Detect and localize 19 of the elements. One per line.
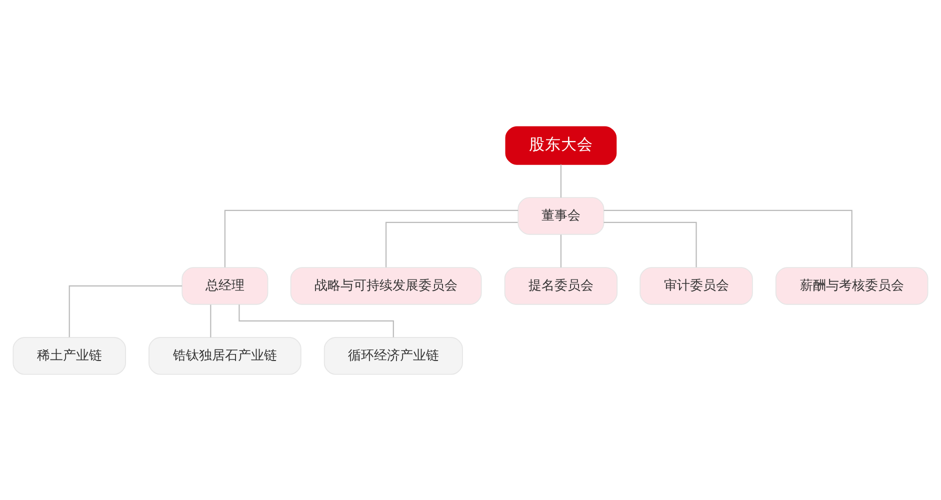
connector <box>68 284 182 337</box>
node-box: 总经理 <box>182 266 268 304</box>
node-box: 锆钛独居石产业链 <box>148 336 302 374</box>
node-box: 战略与可持续发展委员会 <box>290 266 482 304</box>
node-box: 董事会 <box>518 196 604 234</box>
connector <box>224 209 518 267</box>
connector <box>210 304 212 337</box>
node-box: 审计委员会 <box>640 266 753 304</box>
node-box: 循环经济产业链 <box>324 336 463 374</box>
connector <box>385 221 518 267</box>
connector <box>238 304 394 337</box>
connector <box>560 234 562 267</box>
node-box: 股东大会 <box>505 126 617 164</box>
connector <box>604 209 852 267</box>
node-box: 稀土产业链 <box>12 336 126 374</box>
connector <box>560 164 562 198</box>
connector <box>604 221 697 267</box>
node-box: 薪酬与考核委员会 <box>775 266 928 304</box>
node-box: 提名委员会 <box>504 266 618 304</box>
